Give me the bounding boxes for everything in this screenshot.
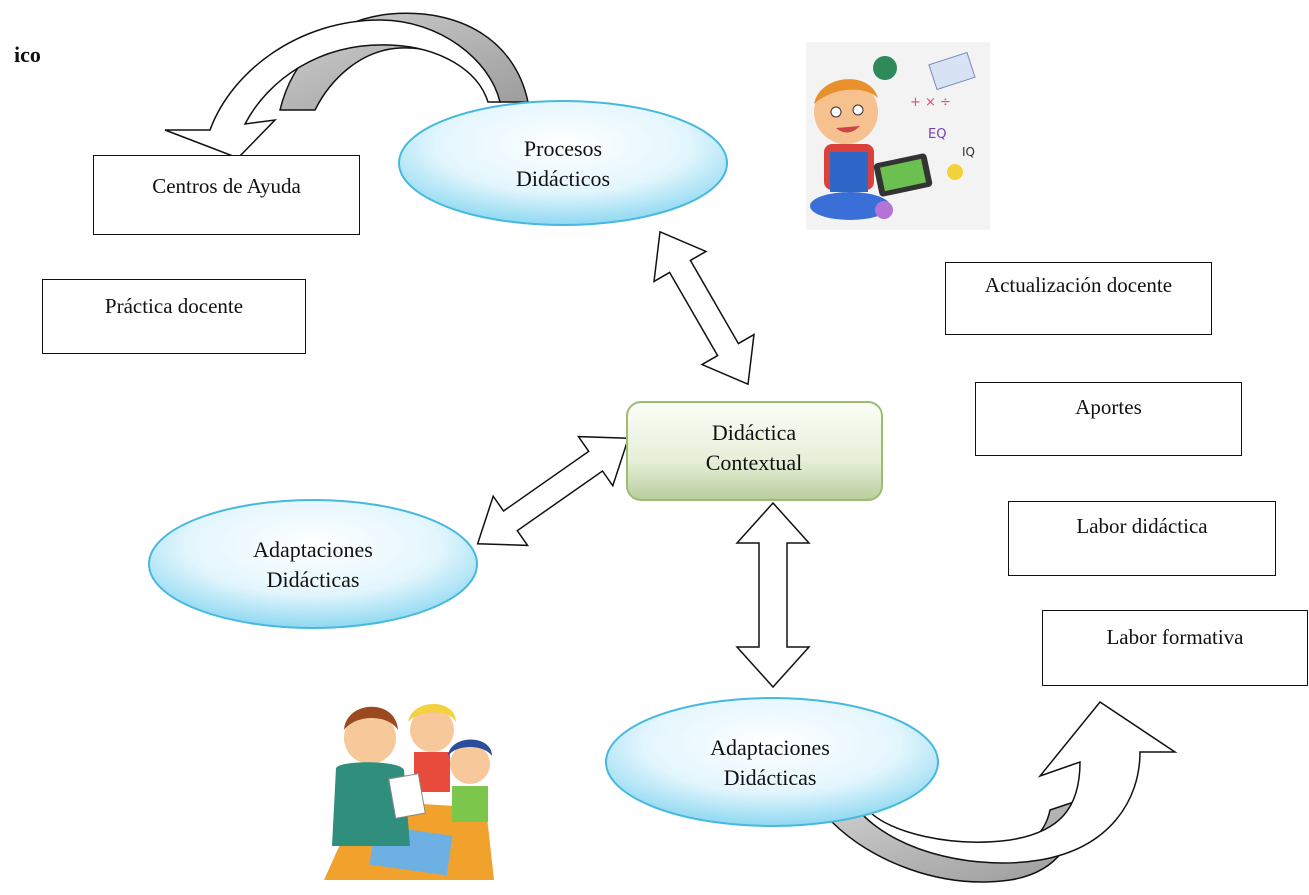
box-practica-label: Práctica docente — [104, 294, 244, 318]
box-actualizacion-docente: Actualización docente — [945, 262, 1212, 335]
teacher-children-illustration — [320, 694, 494, 882]
label-adapt-left-line2: Didácticas — [266, 567, 360, 592]
double-arrow-bottom — [735, 501, 811, 689]
label-adapt-bottom-line2: Didácticas — [723, 765, 817, 790]
box-centros-de-ayuda: Centros de Ayuda — [93, 155, 360, 235]
label-adapt-left: Adaptaciones Didácticas — [213, 535, 413, 595]
page-heading: ico — [14, 42, 41, 67]
svg-text:+ × ÷: + × ÷ — [910, 95, 951, 110]
box-practica-docente: Práctica docente — [42, 279, 306, 354]
label-central-line1: Didáctica — [711, 420, 797, 445]
box-labor-formativa-label: Labor formativa — [1106, 625, 1244, 649]
label-adapt-left-line1: Adaptaciones — [253, 537, 373, 562]
label-procesos: Procesos Didácticos — [463, 134, 663, 194]
box-aportes: Aportes — [975, 382, 1242, 456]
box-actualizacion-label: Actualización docente — [984, 273, 1173, 297]
box-labor-didactica: Labor didáctica — [1008, 501, 1276, 576]
curved-arrow-top — [164, 12, 529, 159]
ellipse-procesos — [398, 100, 728, 226]
svg-text:IQ: IQ — [962, 145, 975, 159]
box-labor-formativa: Labor formativa — [1042, 610, 1308, 686]
label-adapt-bottom: Adaptaciones Didácticas — [670, 733, 870, 793]
box-centros-label: Centros de Ayuda — [152, 174, 301, 198]
ellipse-adapt-bottom — [605, 697, 939, 827]
label-procesos-line1: Procesos — [523, 136, 603, 161]
double-arrow-top — [653, 230, 755, 386]
label-central: Didáctica Contextual — [654, 418, 854, 478]
ellipse-adapt-left — [148, 499, 478, 629]
box-labor-didactica-label: Labor didáctica — [1076, 514, 1208, 538]
double-arrow-left — [476, 435, 630, 547]
curved-arrow-bottom — [830, 700, 1178, 883]
child-tablet-illustration: + × ÷ EQ IQ — [806, 42, 990, 230]
label-adapt-bottom-line1: Adaptaciones — [710, 735, 830, 760]
svg-text:EQ: EQ — [928, 127, 946, 142]
box-aportes-label: Aportes — [1075, 395, 1142, 419]
central-box — [626, 401, 883, 501]
label-central-line2: Contextual — [705, 450, 803, 475]
label-procesos-line2: Didácticos — [515, 166, 611, 191]
